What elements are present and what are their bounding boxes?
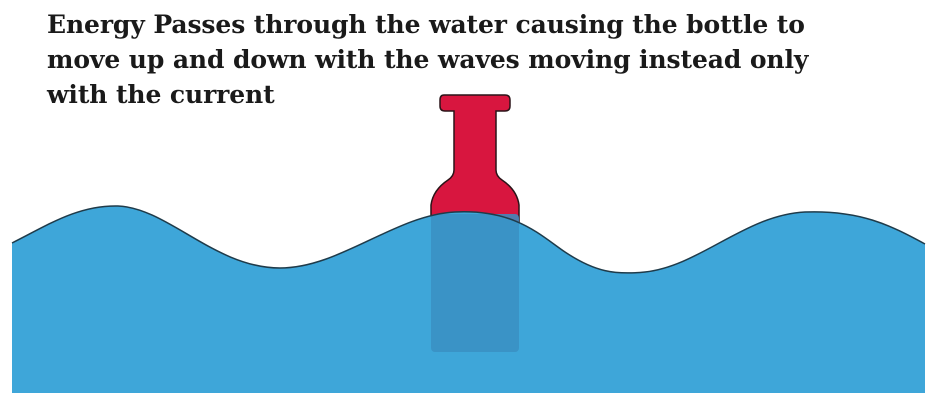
submerged-bottle: [431, 214, 519, 352]
